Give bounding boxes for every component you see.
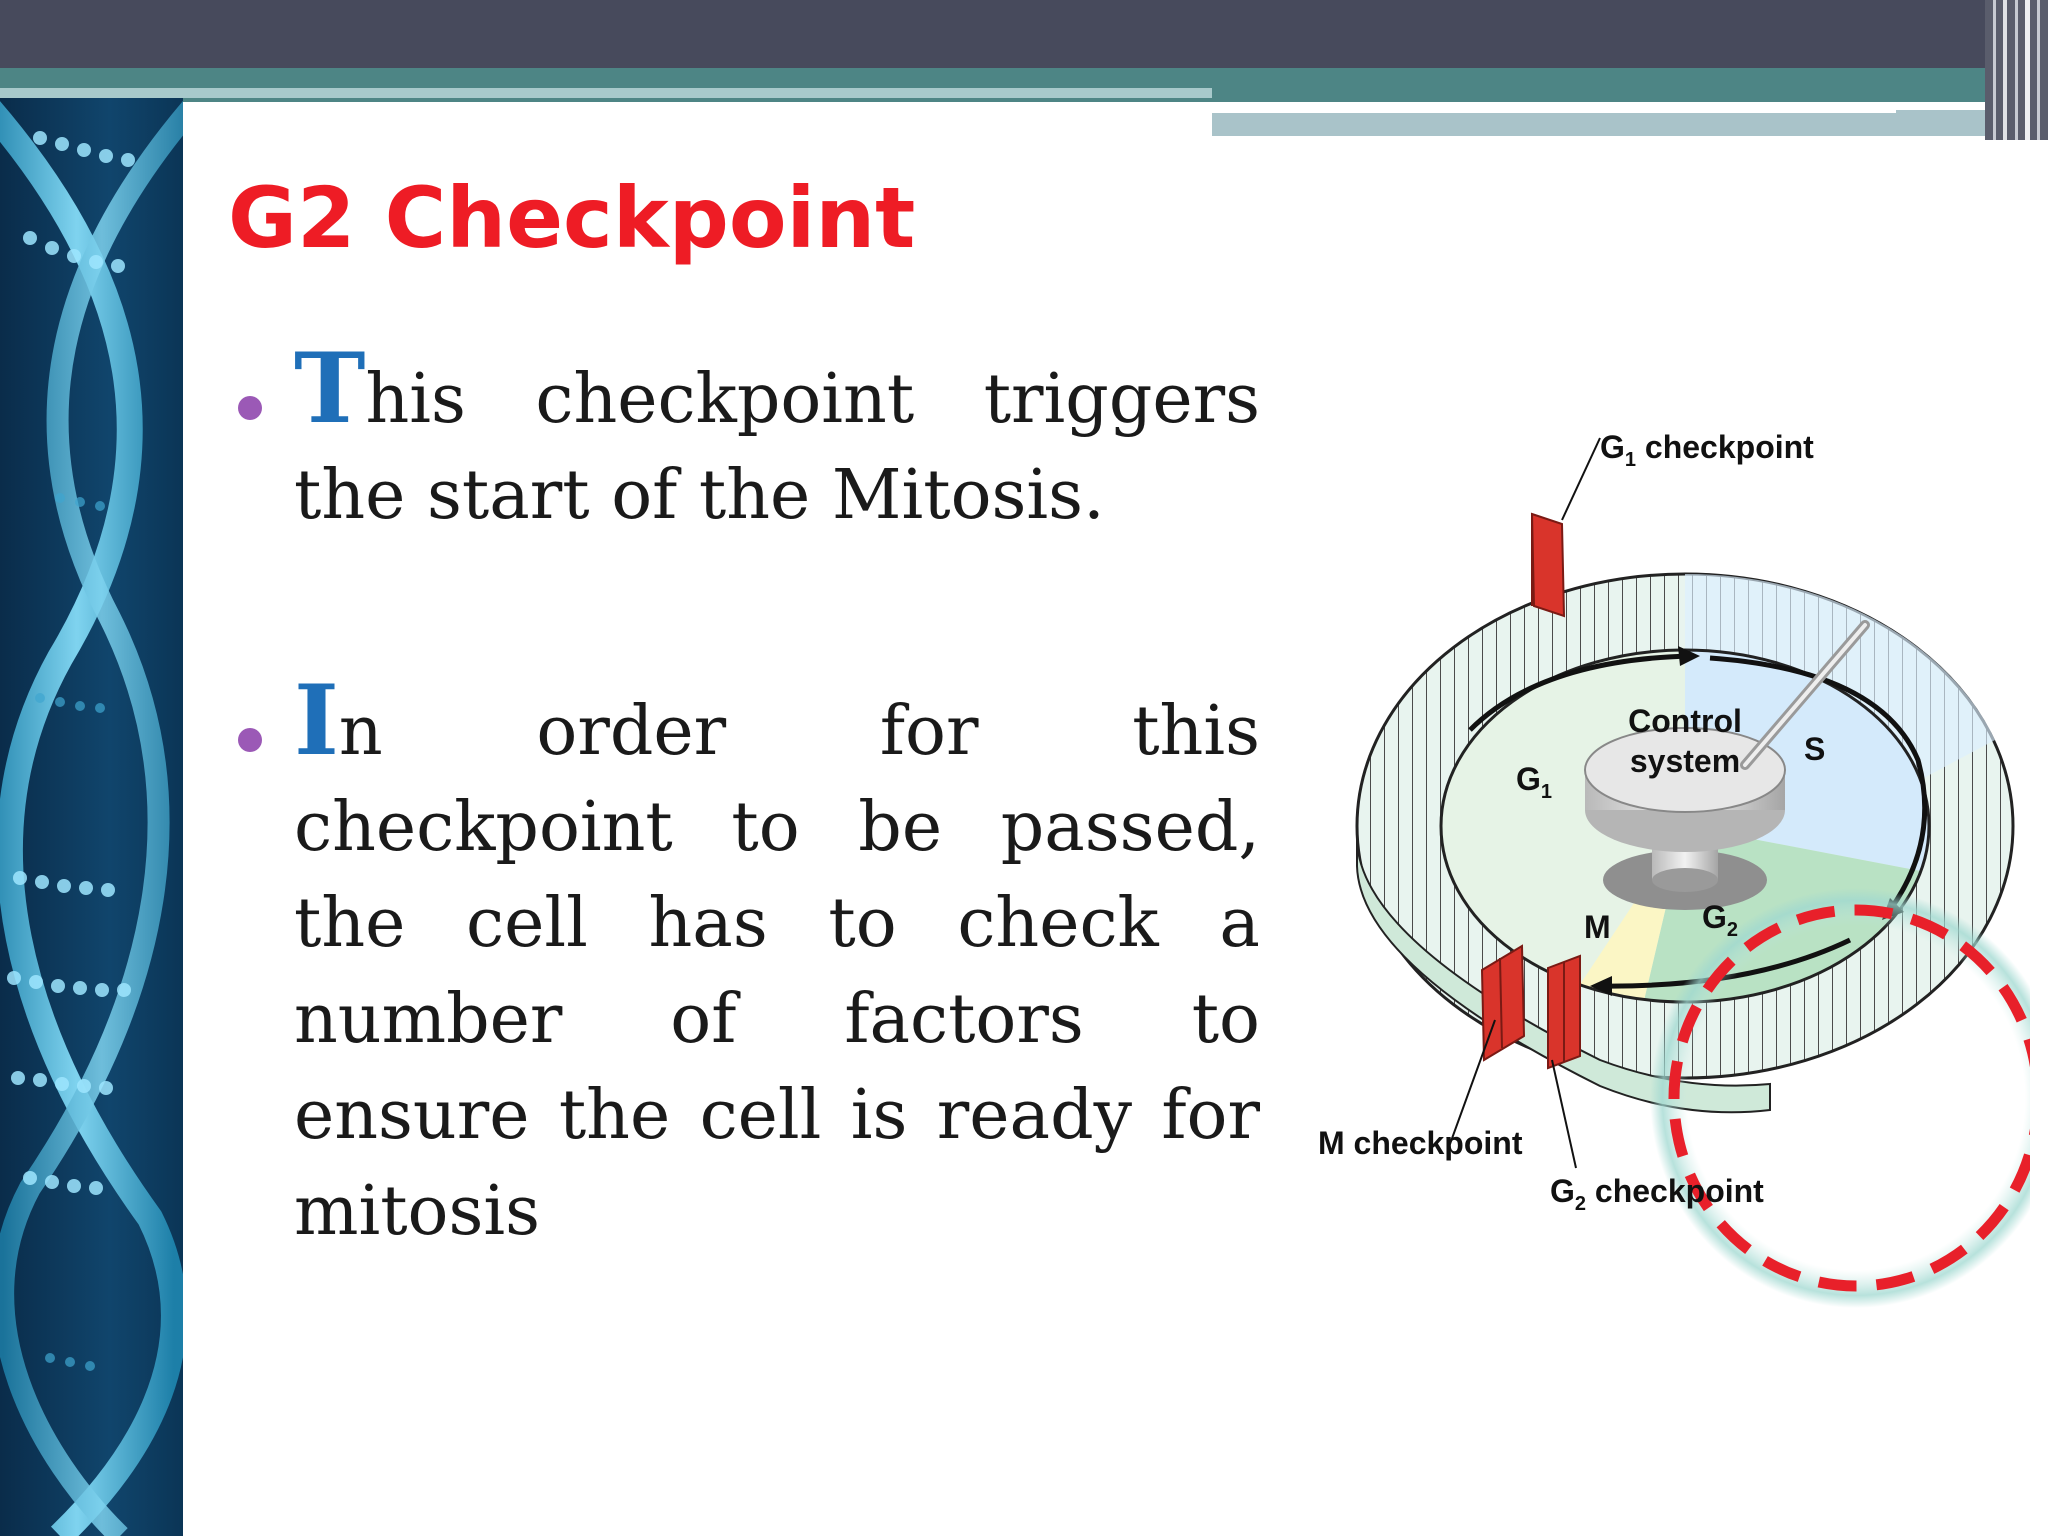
bullet-line: In order for this — [230, 664, 1260, 780]
ring-s-region — [1685, 573, 1995, 780]
bullet-word: is — [850, 1076, 908, 1155]
drop-initial: T — [294, 332, 366, 445]
m-leader-line — [1449, 1019, 1496, 1145]
bullet-word: the — [294, 884, 406, 963]
bullet-word: has — [648, 884, 768, 963]
bullet-word: order — [536, 692, 727, 771]
m-checkpoint-gate — [1480, 944, 1526, 1062]
phase-g1-label: G1 — [1516, 761, 1552, 803]
bullet-word: cell — [466, 884, 588, 963]
bullet-word: be — [858, 788, 943, 867]
bullet-word: check — [957, 884, 1159, 963]
g2-checkpoint-label: G2 checkpoint — [1550, 1173, 1764, 1215]
top-bar — [0, 0, 2048, 68]
slide-title: G2 Checkpoint — [228, 169, 916, 267]
g1-checkpoint-label: G1 checkpoint — [1600, 429, 1814, 471]
control-system-label-line2: system — [1630, 743, 1740, 779]
bullet-word: In — [294, 664, 383, 777]
bullet-word: checkpoint — [294, 788, 673, 867]
bullet-dot — [238, 396, 262, 420]
cycle-arrow — [1468, 653, 1691, 732]
control-stem-cap — [1652, 868, 1718, 892]
phase-g2-label: G2 — [1702, 899, 1738, 941]
control-body-top — [1584, 727, 1786, 813]
accent-line-right — [1212, 110, 2012, 136]
phase-s-label: S — [1804, 731, 1825, 767]
bullet-line: mitosis — [230, 1164, 1260, 1260]
accent-line-highlight — [1212, 108, 1896, 113]
bullet-word: number — [294, 980, 563, 1059]
bullet-word: triggers — [983, 360, 1260, 439]
cycle-arrow-head — [1590, 976, 1612, 996]
bullet-word: factors — [844, 980, 1084, 1059]
bullet-item: This checkpoint triggers the start of th… — [230, 332, 1260, 544]
right-stripes — [1985, 0, 2048, 140]
bullet-word: to — [1191, 980, 1260, 1059]
dna-helix-image — [0, 98, 183, 1536]
m-checkpoint-label: M checkpoint — [1318, 1125, 1523, 1161]
bullet-word: mitosis — [294, 1172, 541, 1251]
bullet-word: cell — [699, 1076, 822, 1155]
bullet-word: for — [1161, 1076, 1260, 1155]
bullet-word: passed, — [1000, 788, 1260, 867]
bullet-line: checkpoint to be passed, — [230, 780, 1260, 876]
bullet-word: this — [1132, 692, 1260, 771]
bullet-word: to — [828, 884, 897, 963]
bullet-line: ensure the cell is ready for — [230, 1068, 1260, 1164]
bullet-line: This checkpoint triggers — [230, 332, 1260, 448]
bullet-word: This — [294, 332, 466, 445]
bullet-word: the — [558, 1076, 671, 1155]
bullet-line: number of factors to — [230, 972, 1260, 1068]
bullet-word: of — [670, 980, 737, 1059]
bullet-word: for — [879, 692, 979, 771]
dna-side-panel — [0, 98, 183, 1536]
cell-cycle-svg: G1 checkpoint M checkpoint G2 checkpoint… — [1318, 429, 2048, 1308]
accent-line — [0, 88, 1212, 98]
bullet-word: checkpoint — [535, 360, 915, 439]
phase-m-label: M — [1584, 909, 1611, 945]
bullet-item: In order for this checkpoint to be passe… — [230, 664, 1260, 1260]
cycle-arrow-head — [1678, 646, 1700, 666]
control-pointer-highlight — [1743, 623, 1867, 767]
g1-checkpoint-gate — [1530, 512, 1566, 618]
cycle-arrow — [1709, 655, 1928, 912]
g2-leader-line — [1551, 1059, 1577, 1169]
bullet-word: a — [1219, 884, 1260, 963]
bullet-dot — [238, 728, 262, 752]
control-system-label-line1: Control — [1628, 703, 1742, 739]
bullet-word: ready — [936, 1076, 1133, 1155]
bullet-word: the start of the Mitosis. — [294, 456, 1105, 535]
bullet-line: the start of the Mitosis. — [230, 448, 1260, 544]
bullet-word: ensure — [294, 1076, 530, 1155]
highlight-glow — [1650, 888, 2048, 1308]
g1-leader-line — [1561, 437, 1601, 521]
g2-checkpoint-gate — [1547, 954, 1581, 1070]
drop-initial: I — [294, 664, 339, 777]
bullet-line: the cell has to check a — [230, 876, 1260, 972]
cell-cycle-diagram: G1 checkpoint M checkpoint G2 checkpoint… — [1300, 420, 2048, 1340]
bullet-word: to — [731, 788, 800, 867]
